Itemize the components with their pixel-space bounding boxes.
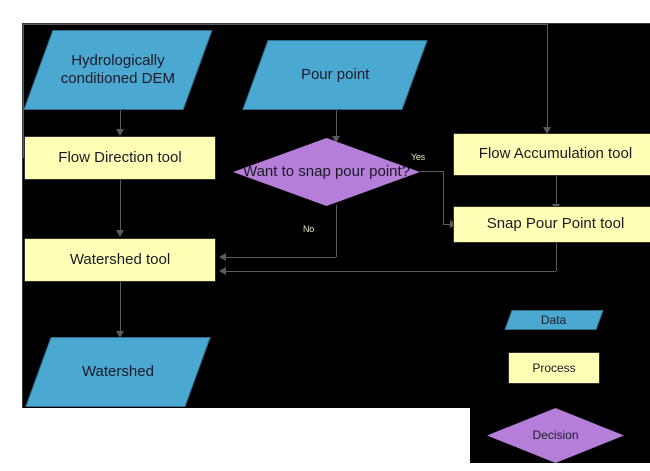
connector-top-rail <box>23 24 548 25</box>
arrowhead-to-flowaccum <box>543 127 551 134</box>
node-watershed-label: Watershed <box>82 362 154 380</box>
legend-process-swatch: Process <box>508 352 600 384</box>
connector-snap-v <box>556 243 557 271</box>
connector-flowdir-to-watershed <box>120 180 121 232</box>
node-flow-direction-tool[interactable]: Flow Direction tool <box>24 136 216 180</box>
branch-label-yes: Yes <box>411 152 425 162</box>
connector-no-h <box>225 257 336 258</box>
node-flow-accumulation-tool-label: Flow Accumulation tool <box>478 145 633 163</box>
node-snap-pour-point-tool[interactable]: Snap Pour Point tool <box>453 206 650 243</box>
node-hydrologically-conditioned-dem-label: Hydrologically conditioned DEM <box>60 51 176 87</box>
legend-data-swatch: Data <box>504 310 604 330</box>
node-watershed-tool-label: Watershed tool <box>69 250 171 268</box>
node-want-to-snap-pour-point-label: Want to snap pour point? <box>242 162 411 180</box>
node-watershed[interactable]: Watershed <box>25 337 211 407</box>
connector-watershedtool-to-watershed <box>120 282 121 333</box>
legend-process-label: Process <box>532 360 576 375</box>
node-snap-pour-point-tool-label: Snap Pour Point tool <box>486 215 625 233</box>
node-hydrologically-conditioned-dem[interactable]: Hydrologically conditioned DEM <box>23 30 213 110</box>
connector-to-flowaccum <box>547 24 548 128</box>
arrowhead-flowdir-to-watershed <box>116 230 124 237</box>
node-watershed-tool[interactable]: Watershed tool <box>24 238 216 282</box>
connector-pourpoint-to-decision <box>336 110 337 138</box>
node-flow-direction-tool-label: Flow Direction tool <box>58 148 182 166</box>
legend-data-label: Data <box>541 312 567 327</box>
arrowhead-watershedtool-to-watershed <box>116 331 124 338</box>
arrowhead-no-to-watershed <box>219 253 226 261</box>
connector-yes-h2 <box>443 224 451 225</box>
connector-snap-h <box>225 271 556 272</box>
node-flow-accumulation-tool[interactable]: Flow Accumulation tool <box>453 133 650 176</box>
connector-yes-h1 <box>420 171 443 172</box>
connector-yes-v <box>443 171 444 224</box>
arrowhead-dem-to-flowdir <box>116 129 124 136</box>
arrowhead-snap-to-watershed <box>219 267 226 275</box>
connector-no-v <box>336 205 337 257</box>
connector-flowaccum-to-snap <box>556 176 557 206</box>
node-pour-point[interactable]: Pour point <box>242 40 428 110</box>
connector-left-rail <box>23 24 24 158</box>
arrowhead-pourpoint-to-decision <box>332 136 340 143</box>
branch-label-no: No <box>303 224 314 234</box>
node-pour-point-label: Pour point <box>300 65 370 83</box>
connector-dem-to-flowdir <box>120 110 121 131</box>
legend-decision-label: Decision <box>532 428 579 443</box>
